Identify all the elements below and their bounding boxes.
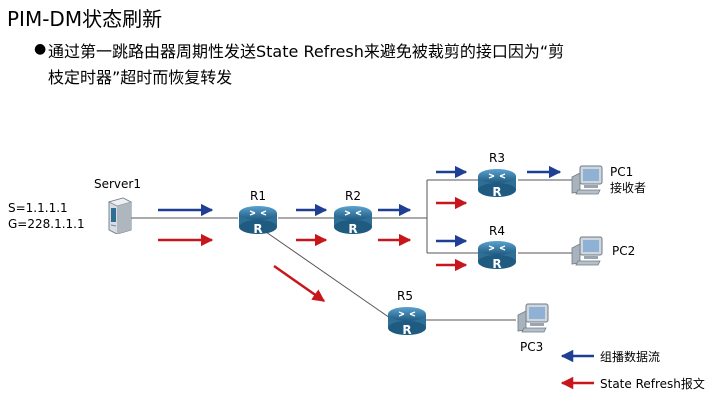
label-r3: R3 [489,151,505,165]
label-pc1: PC1 [610,165,633,179]
router-r3-letter: R [492,185,501,199]
refresh-arrow-r1-r5 [273,264,326,303]
bullet-line-1: 通过第一跳路由器周期性发送State Refresh来避免被裁剪的接口因为“剪 [48,42,565,61]
pc2-icon [571,236,603,266]
label-pc1-role: 接收者 [610,180,646,195]
label-pc2: PC2 [612,244,635,258]
page-title: PIM-DM状态刷新 [7,7,163,31]
label-pc3: PC3 [520,340,543,354]
router-r2-letter: R [348,222,357,236]
label-r1: R1 [250,189,266,203]
label-source-g: G=228.1.1.1 [8,217,85,231]
label-r4: R4 [489,224,505,238]
router-r5-letter: R [402,323,411,337]
pc1-icon [571,165,603,195]
bullet-line-2: 枝定时器”超时而恢复转发 [48,68,233,87]
pc3-icon [517,303,549,333]
server1-icon [108,197,132,234]
label-source-s: S=1.1.1.1 [8,201,68,215]
label-r5: R5 [397,289,413,303]
label-r2: R2 [345,189,361,203]
router-r1-letter: R [253,222,262,236]
bullet-dot: ● [34,41,47,57]
router-r4-letter: R [492,257,501,271]
link-r1-r5 [265,231,391,319]
legend-refresh-label: State Refresh报文 [600,376,705,391]
legend-multicast-label: 组播数据流 [600,349,660,364]
label-server1: Server1 [94,177,141,191]
